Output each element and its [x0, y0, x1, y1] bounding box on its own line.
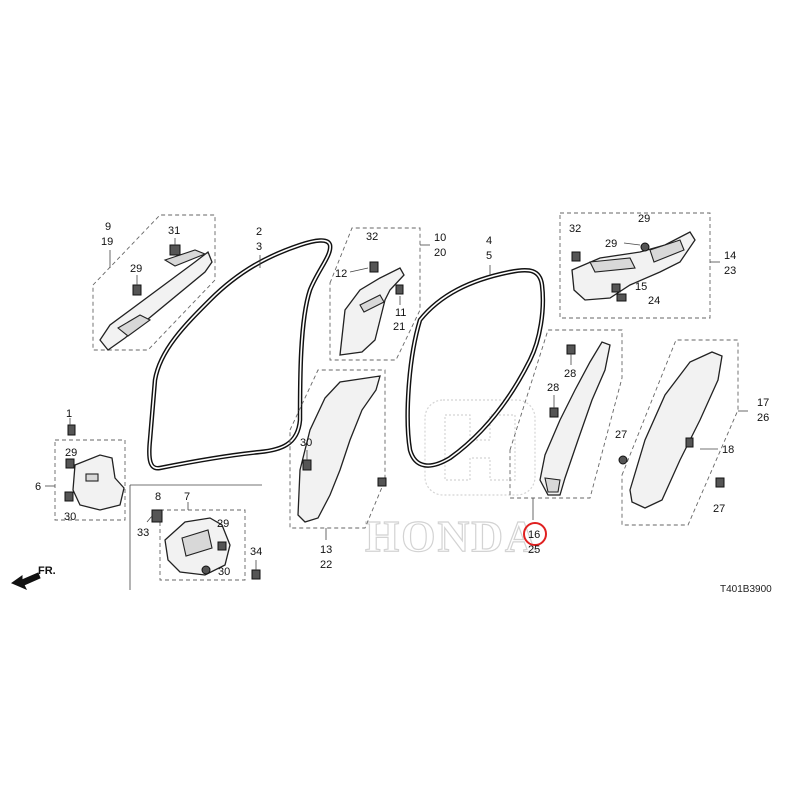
callout-3: 3: [256, 241, 262, 253]
callout-11: 11: [395, 307, 406, 319]
center-pillar-lower-trim: [539, 341, 611, 496]
rear-door-weatherstrip: 4 5: [405, 235, 546, 468]
callout-14: 14: [724, 250, 736, 262]
callout-29-a: 29: [130, 263, 142, 275]
callout-33: 33: [137, 527, 149, 539]
clip-1: [67, 424, 76, 436]
callout-2: 2: [256, 226, 262, 238]
group-center-pillar-lower: 28 28 16 25: [509, 329, 623, 556]
clip-28-b: [549, 407, 559, 418]
callout-30-a: 30: [300, 437, 312, 449]
callout-26: 26: [757, 412, 769, 424]
callout-18: 18: [722, 444, 734, 456]
clip-27-b: [715, 477, 725, 488]
honda-watermark: HONDA: [364, 399, 539, 562]
clip-32-a: [369, 261, 379, 273]
watermark-text: HONDA: [365, 512, 539, 561]
callout-5: 5: [486, 250, 492, 262]
center-pillar-upper-garnish: [339, 267, 405, 356]
front-label: FR.: [38, 565, 56, 577]
callout-13: 13: [320, 544, 332, 556]
group-rear-pillar-lower: 27 18 27 17 26: [615, 339, 769, 526]
group-dashboard-lower: 8 7 33 29 30 34: [137, 491, 262, 581]
front-door-weatherstrip: 2 3: [147, 226, 333, 471]
callout-4: 4: [486, 235, 492, 247]
clip-29-left: [132, 284, 142, 296]
callout-24: 24: [648, 295, 660, 307]
callout-9: 9: [105, 221, 111, 233]
clip-29-d: [65, 458, 75, 469]
side-kick-panel: [72, 454, 125, 511]
callout-17: 17: [757, 397, 769, 409]
callout-19: 19: [101, 236, 113, 248]
callout-29-e: 29: [217, 518, 229, 530]
clip-31: [169, 244, 181, 256]
callout-1: 1: [66, 408, 72, 420]
callout-29-c: 29: [605, 238, 617, 250]
arrow-left-icon: [10, 572, 41, 590]
callout-27-b: 27: [713, 503, 725, 515]
callout-7: 7: [184, 491, 190, 503]
callout-22: 22: [320, 559, 332, 571]
clip-29-e: [217, 541, 227, 551]
group-kick-panel: 1 29 6 30: [35, 408, 126, 523]
highlight-ring: [523, 522, 547, 546]
callout-30-c: 30: [218, 566, 230, 578]
callout-20: 20: [434, 247, 446, 259]
clip-24: [616, 293, 627, 302]
clip-11: [395, 284, 404, 295]
callout-31: 31: [168, 225, 180, 237]
clip-30-c: [201, 565, 211, 575]
clip-small: [377, 477, 387, 487]
clip-30-a: [302, 459, 312, 471]
callout-32-a: 32: [366, 231, 378, 243]
group-center-pillar-upper: 32 12 11 21 10 20: [329, 227, 446, 361]
group-rear-pillar-upper: 32 29 29 15 24 14 23: [559, 212, 736, 319]
clip-34: [251, 569, 261, 580]
clip-30-b: [64, 491, 74, 502]
callout-23-a: 23: [724, 265, 736, 277]
callout-25: 25: [528, 544, 540, 556]
callout-8: 8: [155, 491, 161, 503]
clip-29-b: [640, 242, 650, 252]
callout-34: 34: [250, 546, 262, 558]
callout-21: 21: [393, 321, 405, 333]
group-a-pillar-garnish: 9 19 31 29: [92, 214, 216, 351]
callout-10: 10: [434, 232, 446, 244]
callout-16[interactable]: 16: [528, 529, 540, 541]
callout-32-b: 32: [569, 223, 581, 235]
callout-28-b: 28: [547, 382, 559, 394]
callout-27-a: 27: [615, 429, 627, 441]
front-pillar-lower-trim: [297, 375, 381, 523]
clip-18: [685, 437, 694, 448]
callout-30-b: 30: [64, 511, 76, 523]
rear-pillar-lower-trim: [629, 351, 723, 509]
callout-6: 6: [35, 481, 41, 493]
group-front-pillar-lower: 30 13 22: [289, 369, 387, 571]
callout-15: 15: [635, 281, 647, 293]
clip-27-a: [618, 455, 628, 465]
clip-15: [611, 283, 621, 293]
front-direction-indicator: FR.: [10, 565, 56, 590]
diagram-code: T401B3900: [720, 584, 772, 595]
clip-32-b: [571, 251, 581, 262]
callout-28-a: 28: [564, 368, 576, 380]
clip-8: [151, 509, 163, 523]
clip-28-a: [566, 344, 576, 355]
callout-29-d: 29: [65, 447, 77, 459]
callout-29-b: 29: [638, 213, 650, 225]
callout-12: 12: [335, 268, 347, 280]
